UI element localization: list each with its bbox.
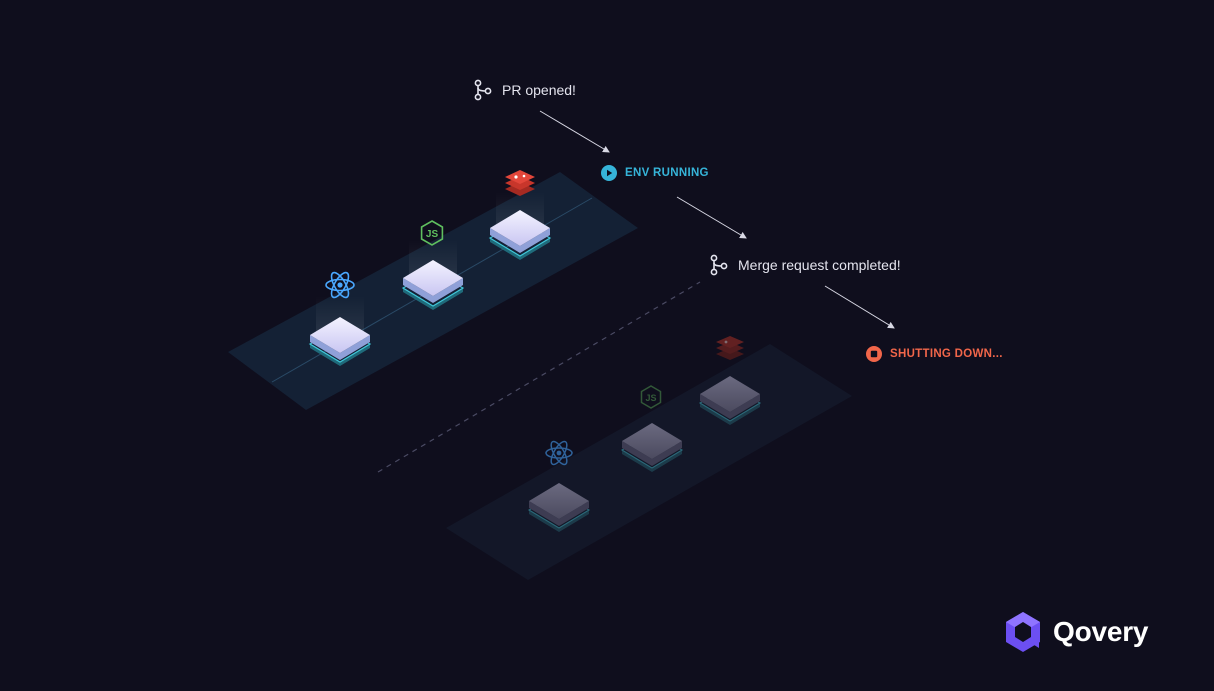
shutting-down-label: SHUTTING DOWN... — [890, 348, 1003, 360]
redis-icon — [716, 336, 744, 360]
env-running-status: ENV RUNNING — [601, 165, 709, 181]
arrow-running-to-merge — [676, 196, 747, 239]
stopped-environment: JS — [446, 336, 852, 580]
service-block-nodejs-stopped[interactable] — [620, 423, 684, 472]
qovery-logo: Qovery — [1001, 610, 1148, 654]
active-environment: JS — [228, 170, 638, 410]
svg-text:JS: JS — [426, 229, 439, 240]
env-running-label: ENV RUNNING — [625, 167, 709, 179]
arrow-pr-to-running — [539, 110, 610, 153]
stop-icon — [866, 346, 882, 362]
qovery-logo-icon — [1006, 612, 1040, 652]
pr-opened-event: PR opened! — [473, 79, 576, 101]
brand-name: Qovery — [1053, 616, 1149, 647]
redis-icon — [505, 170, 535, 196]
git-branch-icon — [710, 254, 728, 276]
service-block-react-stopped[interactable] — [527, 483, 591, 532]
git-branch-icon — [474, 79, 492, 101]
nodejs-icon: JS — [640, 385, 662, 409]
shutting-down-status: SHUTTING DOWN... — [866, 346, 1003, 362]
react-icon — [545, 440, 573, 466]
dashed-connector — [377, 281, 701, 473]
svg-text:JS: JS — [645, 393, 656, 403]
merge-completed-label: Merge request completed! — [738, 257, 901, 273]
service-block-react[interactable] — [308, 296, 372, 366]
react-icon — [325, 271, 355, 299]
arrow-merge-to-shutdown — [824, 285, 895, 329]
service-block-nodejs[interactable] — [401, 240, 465, 310]
pr-opened-label: PR opened! — [502, 82, 576, 98]
service-block-redis-stopped[interactable] — [698, 376, 762, 425]
merge-completed-event: Merge request completed! — [709, 254, 901, 276]
nodejs-icon: JS — [420, 220, 444, 246]
service-block-redis[interactable] — [488, 192, 552, 260]
play-icon — [601, 165, 617, 181]
